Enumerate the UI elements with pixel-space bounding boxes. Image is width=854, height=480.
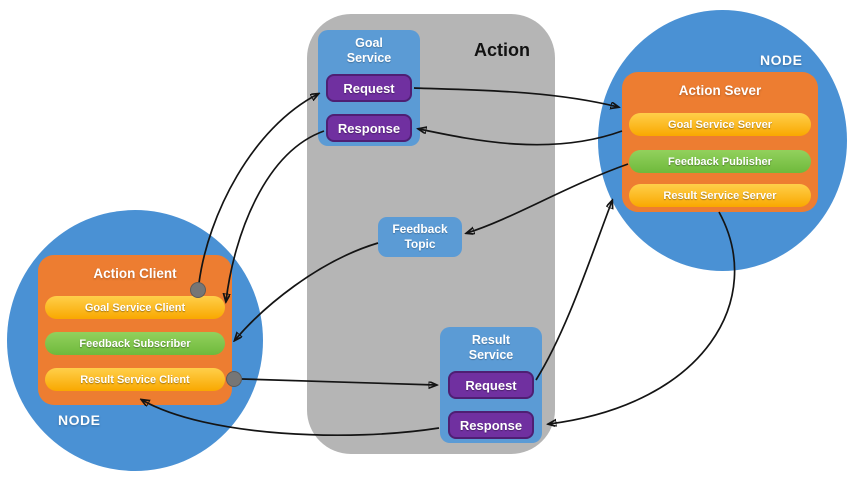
goal-service-server-pill: Goal Service Server [629,113,811,136]
result-service-title: Result Service [468,333,514,362]
goal-response-button: Response [326,114,412,142]
action-panel-label: Action [474,40,530,60]
goal-service-client-pill: Goal Service Client [45,296,225,319]
feedback-topic-box: Feedback Topic [378,217,462,257]
result-service-server-pill: Result Service Server [629,184,811,207]
action-server-box: Action Sever Goal Service Server Feedbac… [622,72,818,212]
action-server-title: Action Sever [678,83,762,98]
right-node-label: NODE [760,52,803,68]
result-service-box: Result Service Request Response [440,327,542,443]
result-service-client-pill: Result Service Client [45,368,225,391]
feedback-subscriber-pill: Feedback Subscriber [45,332,225,355]
result-request-button: Request [448,371,534,399]
left-node-label: NODE [58,412,101,428]
goal-service-title: Goal Service [346,36,392,65]
goal-request-button: Request [326,74,412,102]
goal-client-connection-dot [190,282,206,298]
goal-service-box: Goal Service Request Response [318,30,420,146]
feedback-publisher-pill: Feedback Publisher [629,150,811,173]
action-client-box: Action Client Goal Service Client Feedba… [38,255,232,405]
result-response-button: Response [448,411,534,439]
feedback-topic-title: Feedback Topic [392,222,448,251]
result-client-connection-dot [226,371,242,387]
action-client-title: Action Client [93,266,177,281]
